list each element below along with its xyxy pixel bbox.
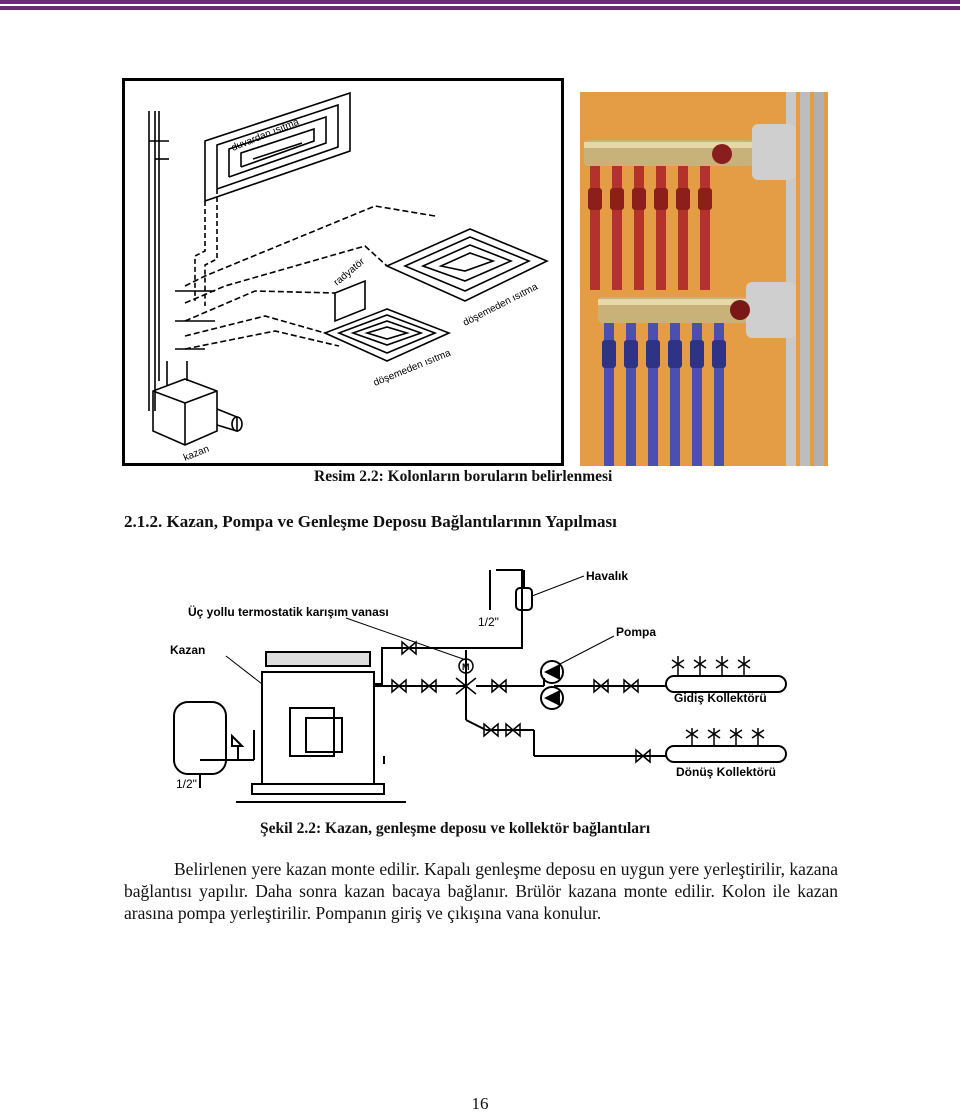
label-pompa: Pompa (616, 625, 656, 639)
body-paragraph: Belirlenen yere kazan monte edilir. Kapa… (124, 858, 838, 924)
label-half-inch-bottom: 1/2" (176, 777, 197, 791)
label-radyator: radyatör (332, 256, 368, 288)
label-havalik: Havalık (586, 569, 628, 583)
label-gidis-kollektoru: Gidiş Kollektörü (674, 691, 767, 705)
boiler-connection-svg: Havalık Üç yollu termostatik karışım van… (170, 569, 787, 803)
page-number: 16 (471, 1094, 489, 1113)
header-rule-line-2 (0, 6, 960, 10)
manifold-photo-svg (580, 92, 828, 466)
header-rule-line-1 (0, 0, 960, 4)
manifold-photo (580, 92, 828, 466)
label-uc-yollu-vana: Üç yollu termostatik karışım vanası (188, 604, 389, 619)
figure1-caption: Resim 2.2: Kolonların boruların belirlen… (314, 468, 613, 485)
label-donus-kollektoru: Dönüş Kollektörü (676, 765, 776, 779)
heating-layout-drawing: duvardan ısıtma radyatör döşemeden ısıtm… (122, 78, 564, 466)
label-kazan: kazan (182, 444, 211, 463)
heating-layout-svg: duvardan ısıtma radyatör döşemeden ısıtm… (148, 91, 549, 464)
label-dosemeden-isitma-1: döşemeden ısıtma (461, 281, 540, 328)
label-kazan: Kazan (170, 643, 205, 657)
boiler-connection-diagram: Havalık Üç yollu termostatik karışım van… (166, 560, 796, 810)
section-heading: 2.1.2. Kazan, Pompa ve Genleşme Deposu B… (124, 512, 617, 531)
body-text: Belirlenen yere kazan monte edilir. Kapa… (124, 859, 838, 923)
header-rule (0, 0, 960, 13)
label-duvardan-isitma: duvardan ısıtma (230, 117, 301, 154)
label-dosemeden-isitma-2: döşemeden ısıtma (372, 348, 453, 389)
figure2-caption: Şekil 2.2: Kazan, genleşme deposu ve kol… (260, 820, 651, 837)
label-motor: M (462, 662, 470, 672)
label-half-inch-top: 1/2" (478, 615, 499, 629)
